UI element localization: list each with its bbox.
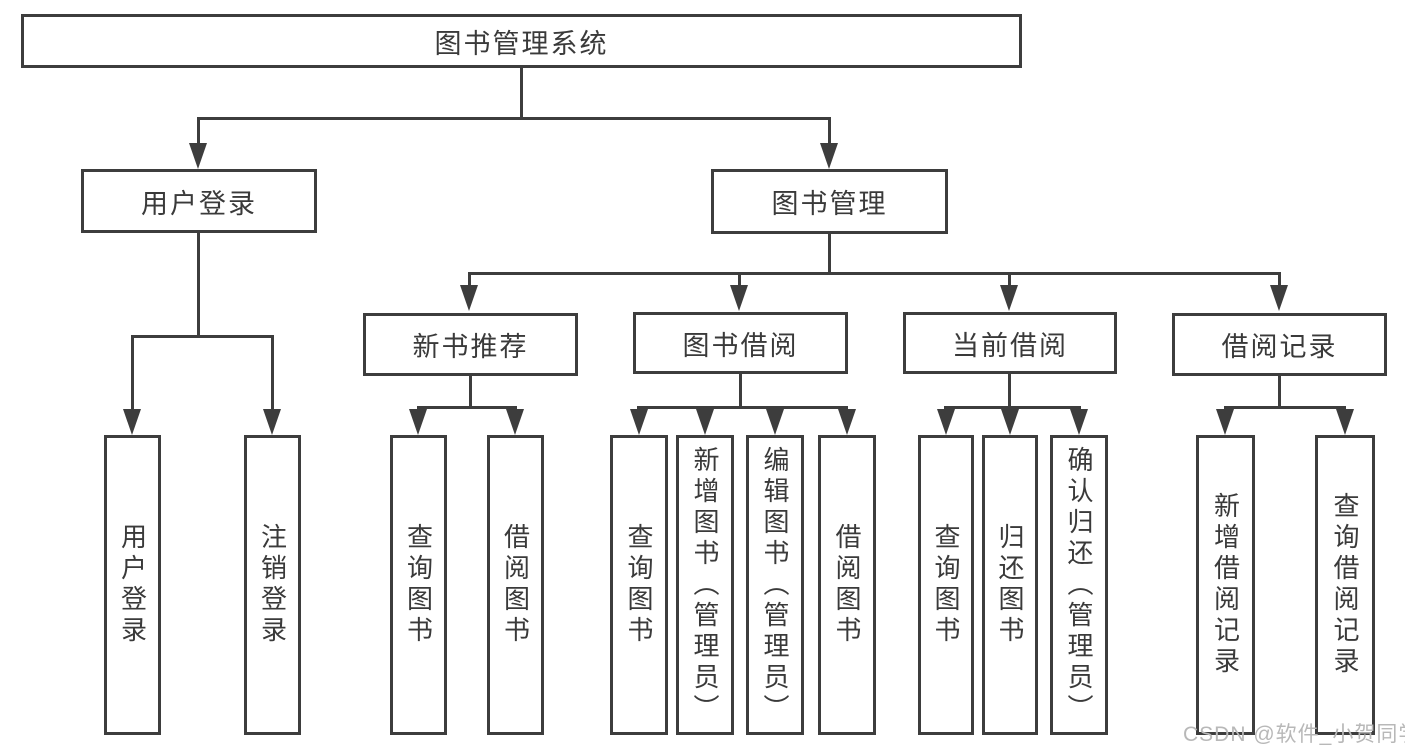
connector-user-login-hline: [131, 335, 273, 338]
connector-root-stem: [520, 68, 523, 119]
node-book-borrowing: 图书借阅: [633, 312, 848, 374]
leaf-query-books-borrowing: 查询图书: [610, 435, 668, 735]
arrow-down: [263, 409, 281, 435]
arrow-down: [1001, 409, 1019, 435]
connector-user-login-drop: [197, 117, 200, 146]
leaf-label: 查询图书: [624, 523, 654, 647]
leaf-label: 确认归还（管理员）: [1064, 445, 1094, 725]
connector-drop: [468, 272, 471, 288]
arrow-down: [630, 409, 648, 435]
leaf-return-books: 归还图书: [982, 435, 1038, 735]
node-label: 图书借阅: [682, 330, 799, 361]
node-current-borrowing: 当前借阅: [903, 312, 1117, 374]
arrow-down: [409, 409, 427, 435]
leaf-confirm-return-admin: 确认归还（管理员）: [1050, 435, 1108, 735]
csdn-watermark: CSDN @软件_小贺同学: [1183, 723, 1405, 746]
leaf-add-book-admin: 新增图书（管理员）: [676, 435, 734, 735]
node-new-book-recommendation: 新书推荐: [363, 313, 578, 376]
connector-stem: [1008, 374, 1011, 408]
leaf-label: 查询借阅记录: [1330, 492, 1360, 678]
leaf-label: 归还图书: [995, 523, 1025, 647]
arrow-down: [189, 143, 207, 169]
leaf-label: 借阅图书: [832, 523, 862, 647]
leaf-add-borrow-record: 新增借阅记录: [1196, 435, 1255, 735]
leaf-edit-book-admin: 编辑图书（管理员）: [746, 435, 804, 735]
leaf-label: 新增图书（管理员）: [690, 445, 720, 725]
node-borrowing-records: 借阅记录: [1172, 313, 1387, 376]
leaf-logout-login: 注销登录: [244, 435, 301, 735]
node-book-management: 图书管理: [711, 169, 948, 234]
connector-book-mgmt-drop: [828, 117, 831, 146]
leaf-borrow-books-recommend: 借阅图书: [487, 435, 544, 735]
arrow-down: [937, 409, 955, 435]
arrow-down: [1070, 409, 1088, 435]
arrow-down: [1270, 285, 1288, 311]
connector-book-mgmt-hline: [468, 272, 1281, 275]
connector-book-mgmt-stem: [828, 234, 831, 274]
leaf-borrow-books: 借阅图书: [818, 435, 876, 735]
arrow-down: [1216, 409, 1234, 435]
leaf-label: 查询图书: [931, 523, 961, 647]
node-label: 当前借阅: [952, 330, 1068, 361]
connector-drop: [738, 272, 741, 288]
node-label: 图书管理: [771, 189, 888, 219]
connector-drop: [1278, 272, 1281, 288]
leaf-query-books-current: 查询图书: [918, 435, 974, 735]
connector-stem: [739, 374, 742, 408]
leaf-user-login: 用户登录: [104, 435, 161, 735]
arrow-down: [766, 409, 784, 435]
arrow-down: [820, 143, 838, 169]
leaf-query-borrow-record: 查询借阅记录: [1315, 435, 1375, 735]
node-label: 借阅记录: [1221, 332, 1338, 362]
connector-user-login-stem: [197, 233, 200, 337]
leaf-label: 注销登录: [257, 523, 288, 647]
connector-hline: [417, 406, 517, 409]
arrow-down: [1000, 285, 1018, 311]
arrow-down: [460, 285, 478, 311]
node-label: 用户登录: [141, 188, 257, 219]
leaf-label: 查询图书: [403, 523, 434, 647]
arrow-down: [696, 409, 714, 435]
arrow-down: [730, 285, 748, 311]
connector-drop: [131, 335, 134, 411]
connector-stem: [469, 376, 472, 408]
leaf-query-books-recommend: 查询图书: [390, 435, 447, 735]
node-user-login: 用户登录: [81, 169, 317, 233]
connector-drop: [271, 335, 274, 411]
connector-stem: [1278, 376, 1281, 408]
arrow-down: [1336, 409, 1354, 435]
node-label: 新书推荐: [412, 332, 529, 362]
arrow-down: [123, 409, 141, 435]
connector-hline: [637, 406, 848, 409]
leaf-label: 编辑图书（管理员）: [760, 445, 790, 725]
arrow-down: [506, 409, 524, 435]
leaf-label: 新增借阅记录: [1210, 492, 1241, 678]
arrow-down: [838, 409, 856, 435]
connector-root-hline: [198, 117, 831, 120]
leaf-label: 用户登录: [117, 523, 148, 647]
connector-drop: [1008, 272, 1011, 288]
node-label: 图书管理系统: [434, 28, 609, 59]
connector-hline: [1224, 406, 1346, 409]
connector-hline: [944, 406, 1081, 409]
node-library-management-system: 图书管理系统: [21, 14, 1022, 68]
leaf-label: 借阅图书: [500, 523, 531, 647]
